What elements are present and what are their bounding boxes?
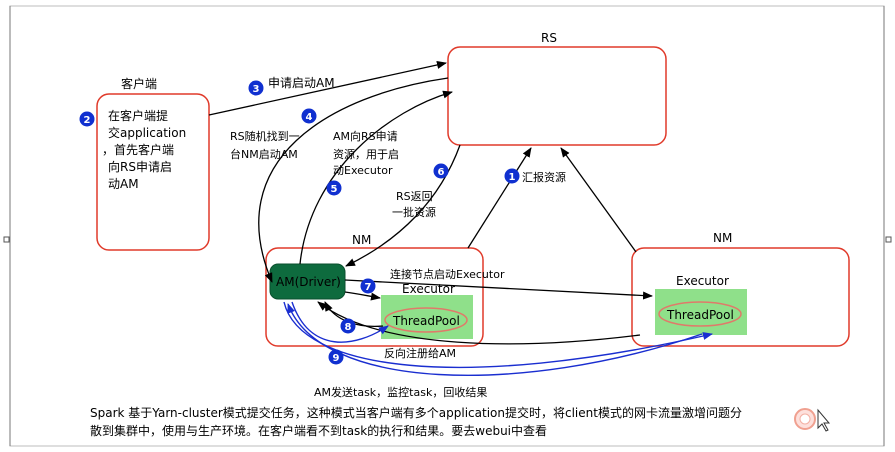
threadpool-left (384, 307, 468, 333)
footer-line-2: 散到集群中，使用与生产环境。在客户端看不到task的执行和结果。要去webui中… (90, 424, 548, 438)
am-driver-label: AM(Driver) (276, 275, 341, 289)
client-text-line-4: 向RS申请启 (108, 159, 172, 174)
resize-handle-left[interactable] (3, 236, 10, 243)
label-am-request-line-1: AM向RS申请 (333, 129, 398, 143)
badge-9: 9 (328, 349, 344, 365)
svg-text:3: 3 (253, 84, 260, 95)
badge-2: 2 (79, 111, 95, 127)
nm-right-title: NM (713, 231, 732, 245)
svg-text:7: 7 (365, 282, 372, 293)
badge-6: 6 (433, 163, 449, 179)
svg-text:9: 9 (333, 353, 340, 364)
threadpool-right (658, 301, 742, 327)
resize-handle-right[interactable] (885, 236, 892, 243)
client-text-line-5: 动AM (108, 177, 139, 191)
label-rs-return-line-1: RS返回 (396, 190, 433, 203)
arrow-am-to-executor-left (344, 291, 381, 301)
badge-1: 1 (504, 168, 520, 184)
badge-8: 8 (340, 318, 356, 334)
label-apply-am: 申请启动AM (268, 76, 335, 90)
client-text-line-1: 在客户端提 (108, 108, 168, 123)
arrow-report-right (560, 147, 637, 253)
label-am-request-line-2: 资源，用于启 (333, 147, 399, 161)
badge-4: 4 (301, 108, 317, 124)
threadpool-right-label: ThreadPool (666, 308, 734, 322)
arrow-send-task-right (283, 301, 713, 369)
arrow-apply-am (208, 61, 447, 116)
pointer-cursor-icon (794, 408, 831, 432)
svg-text:8: 8 (345, 322, 352, 333)
svg-text:5: 5 (331, 184, 338, 195)
svg-text:1: 1 (509, 172, 516, 183)
client-text-line-2: 交application (108, 125, 186, 140)
threadpool-left-label: ThreadPool (392, 314, 460, 328)
label-rs-random-line-1: RS随机找到一 (230, 129, 300, 143)
nm-left-title: NM (352, 233, 371, 247)
arrow-report-left (467, 147, 532, 249)
arrow-rs-start-am (258, 77, 449, 283)
arrow-am-request (299, 90, 453, 265)
badge-3: 3 (248, 80, 264, 96)
label-reverse-register: 反向注册给AM (384, 346, 456, 360)
label-am-send-task: AM发送task，监控task，回收结果 (314, 385, 487, 399)
badge-7: 7 (360, 278, 376, 294)
footer-description: Spark 基于Yarn-cluster模式提交任务，这种模式当客户端有多个ap… (90, 404, 790, 440)
label-am-request-line-3: 动Executor (333, 164, 393, 177)
label-rs-return-line-2: 一批资源 (392, 205, 436, 219)
arrow-rs-return (345, 144, 461, 267)
client-title: 客户端 (121, 76, 157, 91)
label-connect: 连接节点启动Executor (390, 268, 505, 281)
arrow-connect-executor (344, 279, 653, 300)
svg-text:2: 2 (84, 115, 91, 126)
label-report: 汇报资源 (522, 170, 566, 184)
arrow-return-result (287, 303, 703, 377)
svg-text:6: 6 (438, 167, 445, 178)
footer-line-1: Spark 基于Yarn-cluster模式提交任务，这种模式当客户端有多个ap… (90, 406, 742, 420)
svg-text:4: 4 (306, 112, 313, 123)
rs-title: RS (541, 31, 557, 45)
badge-5: 5 (326, 180, 342, 196)
client-text-line-3: ，首先客户端 (102, 142, 174, 157)
rs-box (447, 46, 667, 146)
arrow-reverse-register-right (317, 301, 641, 345)
executor-right-title: Executor (676, 274, 729, 288)
arrow-send-task-left (291, 301, 389, 343)
label-rs-random-line-2: 台NM启动AM (230, 147, 298, 161)
client-box (96, 93, 210, 251)
